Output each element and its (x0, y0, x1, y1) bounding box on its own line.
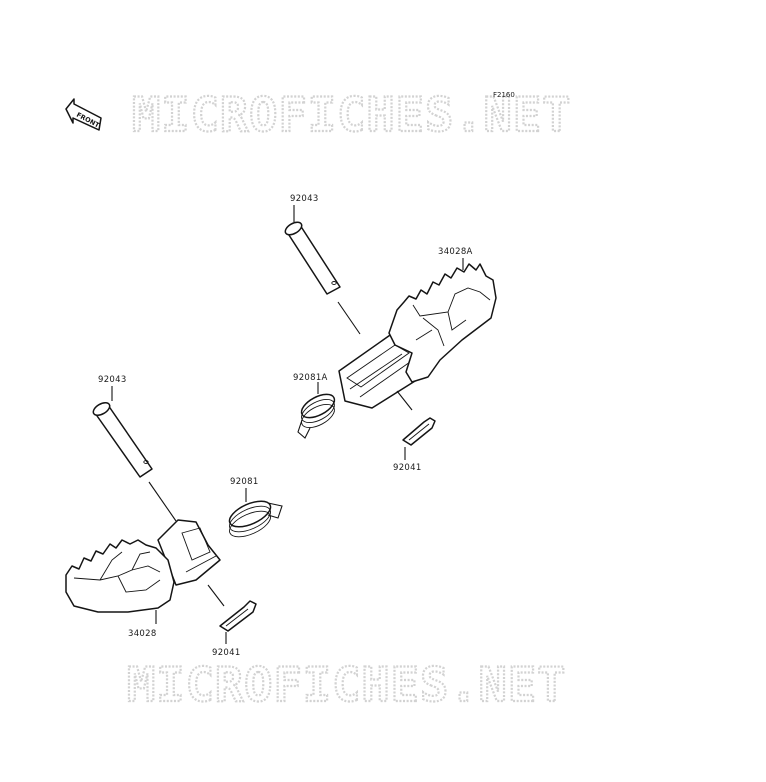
watermark-bottom: MICROFICHES.NET (127, 658, 566, 713)
axis-line-left (207, 584, 225, 607)
axis-line-lower (148, 481, 177, 522)
part-label-pin-upper: 92043 (290, 194, 319, 204)
watermark-top: MICROFICHES.NET (132, 88, 571, 143)
part-label-spring-left: 92081 (230, 477, 259, 487)
footpeg-left (65, 519, 221, 613)
spring-right (297, 393, 336, 439)
pin-upper (284, 221, 341, 295)
front-arrow-icon: FRONT (65, 98, 102, 131)
part-label-pin-lower: 92043 (98, 375, 127, 385)
cotter-pin-right (402, 417, 436, 446)
part-label-peg-left: 34028 (128, 629, 157, 639)
cotter-pin-left (219, 600, 257, 632)
pin-lower (92, 402, 153, 478)
part-label-spring-right: 92081A (293, 373, 328, 383)
axis-line-upper (337, 301, 361, 335)
part-label-cotter-right: 92041 (393, 463, 422, 473)
part-label-peg-right: 34028A (438, 247, 473, 257)
spring-left (228, 500, 283, 538)
part-label-cotter-left: 92041 (212, 648, 241, 658)
diagram-code: F2160 (493, 91, 515, 99)
footpeg-right (338, 263, 497, 409)
axis-line-right (396, 390, 413, 411)
